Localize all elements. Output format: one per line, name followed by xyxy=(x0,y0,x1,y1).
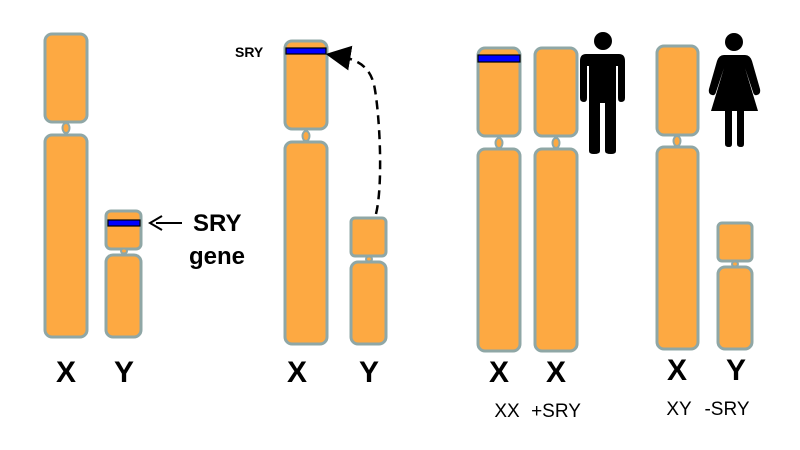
chromosome-label: X xyxy=(546,356,566,389)
sry-gene-label: SRY xyxy=(193,210,241,237)
panel-translocation: SRY X Y xyxy=(235,39,388,389)
translocation-arrow xyxy=(325,45,382,215)
sry-status-caption: -SRY xyxy=(704,399,749,420)
karyotype-caption: XY xyxy=(666,399,692,420)
chromosome-label: Y xyxy=(359,356,379,389)
panel-normal-xy: SRY gene X Y xyxy=(43,32,245,389)
chromosome-label: X xyxy=(287,356,307,389)
panel-xx-male: X X XX +SRY xyxy=(476,32,625,422)
x-chromosome-with-sry xyxy=(476,46,522,353)
arrowhead-icon xyxy=(148,215,163,231)
sry-band xyxy=(285,47,327,55)
y-chromosome xyxy=(349,216,388,346)
sry-label: SRY xyxy=(235,44,264,60)
y-chromosome-without-sry xyxy=(716,221,754,351)
male-figure-icon xyxy=(580,32,625,154)
chromosome-label: X xyxy=(489,356,509,389)
x-chromosome xyxy=(43,32,89,339)
x-chromosome xyxy=(533,46,579,353)
x-chromosome xyxy=(283,39,329,346)
chromosome-label: Y xyxy=(114,356,134,389)
karyotype-caption: XX xyxy=(494,401,520,422)
sry-status-caption: +SRY xyxy=(531,401,581,422)
panel-xy-female: X Y XY -SRY xyxy=(655,33,761,420)
chromosome-label: X xyxy=(667,354,687,387)
sry-band xyxy=(107,219,141,227)
sry-band xyxy=(477,54,521,63)
y-chromosome xyxy=(104,209,143,339)
chromosome-label: Y xyxy=(726,354,746,387)
female-figure-icon xyxy=(708,33,761,147)
sry-gene-label-2: gene xyxy=(189,243,245,270)
x-chromosome xyxy=(655,44,700,351)
chromosome-label: X xyxy=(56,356,76,389)
